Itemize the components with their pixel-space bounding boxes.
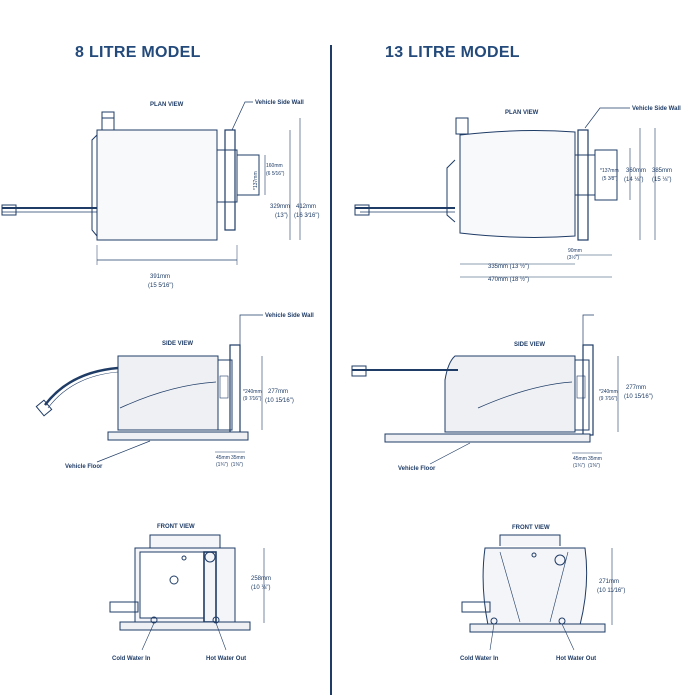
- heater-body-13-side: [444, 355, 576, 433]
- heater-body-13-plan: [459, 130, 576, 238]
- dim-277-in-8: (10 15⁄16"): [265, 398, 294, 404]
- side-view-label-8: SIDE VIEW: [162, 341, 193, 347]
- heater-body-8-side: [117, 355, 219, 431]
- dim-360-13: 360mm: [626, 168, 646, 174]
- dim-391-in-8: (15 5⁄16"): [148, 283, 173, 289]
- vehicle-floor-8: [107, 431, 249, 441]
- hose-end-13-side: [351, 365, 367, 377]
- mount-base-13: [469, 623, 606, 633]
- title-13-litre: 13 LITRE MODEL: [385, 44, 520, 61]
- front-view-8: FRONT VIEW 258mm (10 ⅛") Cold Water In H…: [109, 524, 271, 662]
- heater-body-13-front: [482, 547, 588, 626]
- dim-271-in-13: (10 11⁄16"): [597, 588, 625, 594]
- plan-view-label-13: PLAN VIEW: [505, 110, 539, 116]
- dim-360-in-13: (14 ⅛"): [624, 177, 643, 183]
- dim-412-in-8: (16 3⁄16"): [294, 213, 319, 219]
- dim-385-in-13: (15 ⅛"): [652, 177, 671, 183]
- front-view-label-8: FRONT VIEW: [157, 524, 195, 530]
- side-view-label-13: SIDE VIEW: [514, 342, 545, 348]
- dim-385-13: 385mm: [652, 168, 672, 174]
- cold-inlet-8: [109, 601, 139, 613]
- dim-90-in-13: (3½"): [567, 254, 579, 261]
- dim-35-8: 35mm: [231, 455, 245, 461]
- dim-271-13: 271mm: [599, 579, 619, 585]
- dim-160-in-8: (6 5⁄16"): [266, 171, 285, 177]
- model-divider: [330, 45, 332, 695]
- dim-45-in-8: (1¾"): [216, 462, 228, 468]
- heater-body-8-plan: [96, 129, 218, 241]
- dim-329-8: 329mm: [270, 204, 290, 210]
- vehicle-floor-label-13: Vehicle Floor: [398, 466, 436, 472]
- dim-160-8: 160mm: [266, 163, 283, 169]
- dim-470-13: 470mm (18 ½"): [488, 276, 529, 283]
- dim-277-8: 277mm: [268, 389, 288, 395]
- side-wall-label-8-plan: Vehicle Side Wall: [255, 100, 304, 106]
- plan-view-8: PLAN VIEW Vehicle Side Wall 391mm (15 5⁄…: [1, 100, 319, 289]
- front-view-label-13: FRONT VIEW: [512, 525, 550, 531]
- dim-45-8: 45mm: [216, 455, 230, 461]
- dim-240-in-13: (9 7⁄16"): [599, 396, 618, 402]
- front-view-13: FRONT VIEW 271mm (10 11⁄16") Cold Water …: [460, 525, 625, 662]
- dim-35-in-13: (1⅜"): [588, 463, 600, 469]
- plan-view-13: PLAN VIEW Vehicle Side Wall 90mm (3½") 3…: [354, 106, 681, 283]
- plan-view-label-8: PLAN VIEW: [150, 102, 184, 108]
- cold-water-in-8: Cold Water In: [112, 656, 151, 662]
- dim-277-in-13: (10 15⁄16"): [624, 394, 653, 400]
- dim-240-8: *240mm: [243, 389, 262, 395]
- side-wall-label-13-plan: Vehicle Side Wall: [632, 106, 681, 112]
- cold-water-in-13: Cold Water In: [460, 656, 499, 662]
- vehicle-floor-label-8: Vehicle Floor: [65, 464, 103, 470]
- dim-137-13: *137mm: [600, 168, 619, 174]
- dim-240-13: *240mm: [599, 389, 618, 395]
- dim-45-in-13: (1¾"): [573, 463, 585, 469]
- dim-137-8: *137mm: [253, 171, 259, 190]
- cold-inlet-13: [461, 601, 491, 613]
- dim-277-13: 277mm: [626, 385, 646, 391]
- side-view-13: SIDE VIEW *240mm (9 7⁄16") 277mm (10 15⁄…: [351, 314, 653, 472]
- dim-240-in-8: (9 7⁄16"): [243, 396, 262, 402]
- vehicle-floor-13: [384, 433, 591, 443]
- dim-35-in-8: (1⅜"): [231, 462, 243, 468]
- dim-412-8: 412mm: [296, 204, 316, 210]
- dim-258-in-8: (10 ⅛"): [251, 585, 270, 591]
- dim-329-in-8: (13"): [275, 213, 288, 219]
- hot-water-out-8: Hot Water Out: [206, 656, 246, 662]
- dim-335-13: 335mm (13 ½"): [488, 263, 529, 270]
- mount-base-8: [119, 621, 251, 631]
- hot-water-out-13: Hot Water Out: [556, 656, 596, 662]
- dim-35-13: 35mm: [588, 456, 602, 462]
- dim-391-8: 391mm: [150, 274, 170, 280]
- side-view-8: SIDE VIEW Vehicle Side Wall *240mm (9 7⁄…: [35, 313, 314, 470]
- title-8-litre: 8 LITRE MODEL: [75, 44, 201, 61]
- hose-end-8-plan: [1, 204, 17, 216]
- valve-icon-13-plan: [455, 117, 469, 135]
- dim-137-in-13: (5 3⁄8"): [602, 176, 618, 182]
- side-wall-label-8-side: Vehicle Side Wall: [265, 313, 314, 319]
- dim-45-13: 45mm: [573, 456, 587, 462]
- dim-90-13: 90mm: [568, 248, 582, 254]
- valve-icon-8-plan: [101, 111, 115, 131]
- hose-end-13-plan: [354, 204, 370, 216]
- dim-258-8: 258mm: [251, 576, 271, 582]
